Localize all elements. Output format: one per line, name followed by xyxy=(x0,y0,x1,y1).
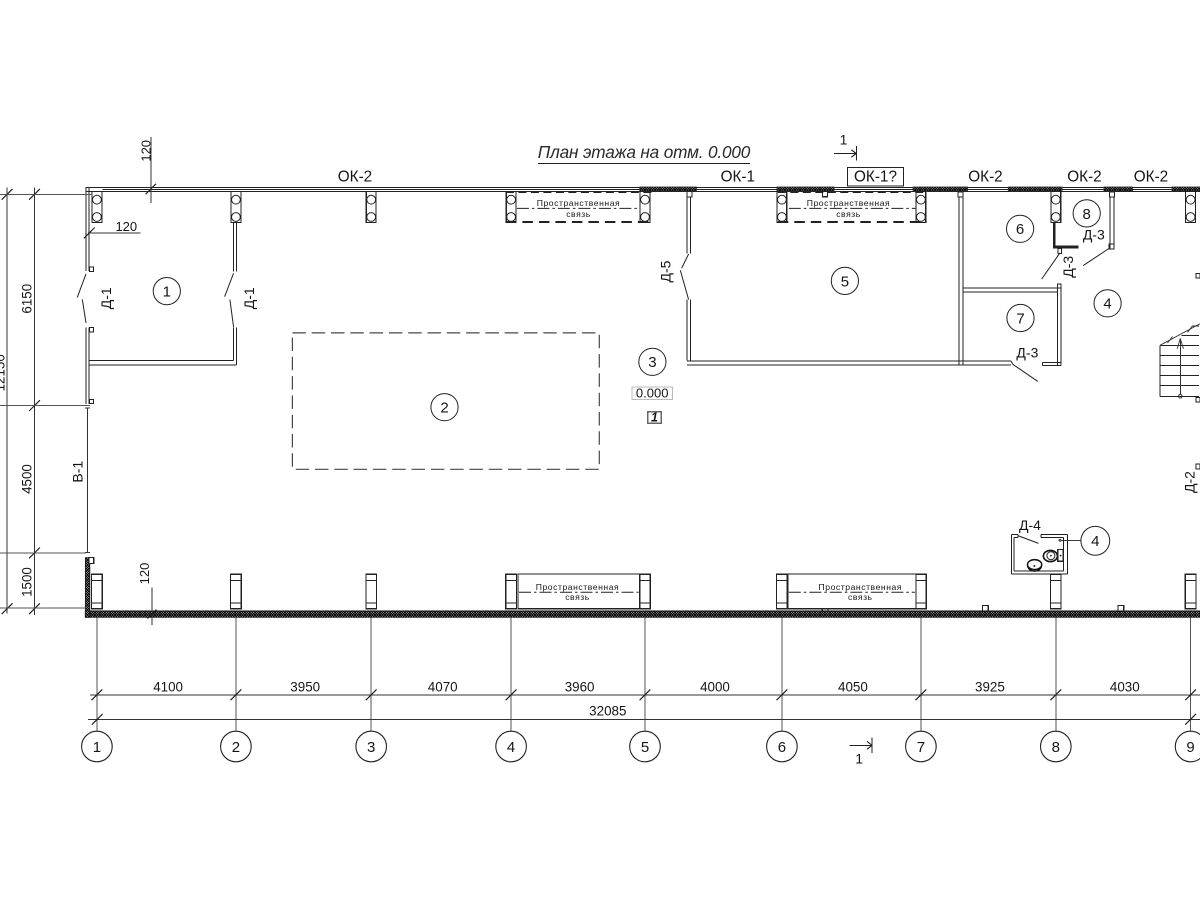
svg-text:связь: связь xyxy=(566,209,591,219)
svg-text:6: 6 xyxy=(1016,221,1024,238)
svg-text:2: 2 xyxy=(440,400,448,417)
svg-text:связь: связь xyxy=(836,209,861,219)
svg-text:3950: 3950 xyxy=(290,680,320,695)
svg-text:Д-1: Д-1 xyxy=(241,287,257,309)
svg-text:4: 4 xyxy=(507,739,515,756)
svg-text:8: 8 xyxy=(1083,206,1091,223)
svg-text:В-1: В-1 xyxy=(70,461,86,483)
svg-text:1: 1 xyxy=(840,131,848,147)
svg-text:1500: 1500 xyxy=(19,567,34,597)
svg-text:3: 3 xyxy=(648,354,656,371)
svg-text:ОК-2: ОК-2 xyxy=(1134,169,1168,186)
svg-text:7: 7 xyxy=(917,739,925,756)
svg-text:связь: связь xyxy=(848,592,873,602)
svg-text:4500: 4500 xyxy=(19,464,34,494)
svg-text:ОК-2: ОК-2 xyxy=(1067,169,1101,186)
svg-text:0.000: 0.000 xyxy=(636,386,669,401)
svg-text:7: 7 xyxy=(1016,310,1024,327)
svg-text:9: 9 xyxy=(1186,739,1194,756)
svg-text:ОК-2: ОК-2 xyxy=(338,169,372,186)
svg-text:6150: 6150 xyxy=(19,284,34,314)
svg-text:1: 1 xyxy=(855,751,863,767)
svg-text:Д-3: Д-3 xyxy=(1060,256,1076,278)
svg-text:32085: 32085 xyxy=(589,704,626,719)
svg-text:3925: 3925 xyxy=(975,680,1005,695)
svg-text:ОК-1?: ОК-1? xyxy=(854,169,897,186)
svg-text:Д-3: Д-3 xyxy=(1016,344,1038,360)
svg-text:12150: 12150 xyxy=(0,354,8,391)
svg-text:План этажа на отм. 0.000: План этажа на отм. 0.000 xyxy=(538,142,751,162)
svg-text:120: 120 xyxy=(137,563,152,585)
svg-text:Пространственная: Пространственная xyxy=(537,198,620,208)
svg-text:120: 120 xyxy=(115,219,137,234)
svg-text:ОК-2: ОК-2 xyxy=(968,169,1002,186)
svg-text:4030: 4030 xyxy=(1110,680,1140,695)
svg-text:Пространственная: Пространственная xyxy=(819,582,902,592)
svg-text:Д-5: Д-5 xyxy=(658,260,674,282)
svg-text:120: 120 xyxy=(138,140,153,162)
svg-text:связь: связь xyxy=(565,592,590,602)
svg-text:ОК-1: ОК-1 xyxy=(721,169,755,186)
svg-text:5: 5 xyxy=(841,273,849,290)
svg-text:4000: 4000 xyxy=(700,680,730,695)
svg-text:Пространственная: Пространственная xyxy=(807,198,890,208)
svg-text:Пространственная: Пространственная xyxy=(536,582,619,592)
svg-text:5: 5 xyxy=(641,739,649,756)
svg-text:4070: 4070 xyxy=(428,680,458,695)
svg-text:Д-1: Д-1 xyxy=(98,287,114,309)
svg-text:2: 2 xyxy=(232,739,240,756)
svg-text:Д-3: Д-3 xyxy=(1083,226,1105,242)
svg-text:4100: 4100 xyxy=(153,680,183,695)
svg-text:8: 8 xyxy=(1052,739,1060,756)
svg-text:3960: 3960 xyxy=(565,680,595,695)
svg-text:3: 3 xyxy=(367,739,375,756)
svg-text:Д-2: Д-2 xyxy=(1182,471,1198,493)
svg-text:1: 1 xyxy=(651,411,658,425)
svg-text:1: 1 xyxy=(93,739,101,756)
svg-text:6: 6 xyxy=(778,739,786,756)
svg-text:4050: 4050 xyxy=(838,680,868,695)
svg-text:4: 4 xyxy=(1103,296,1111,313)
svg-text:4: 4 xyxy=(1091,533,1099,550)
svg-text:1: 1 xyxy=(163,284,171,301)
svg-text:Д-4: Д-4 xyxy=(1019,517,1041,533)
